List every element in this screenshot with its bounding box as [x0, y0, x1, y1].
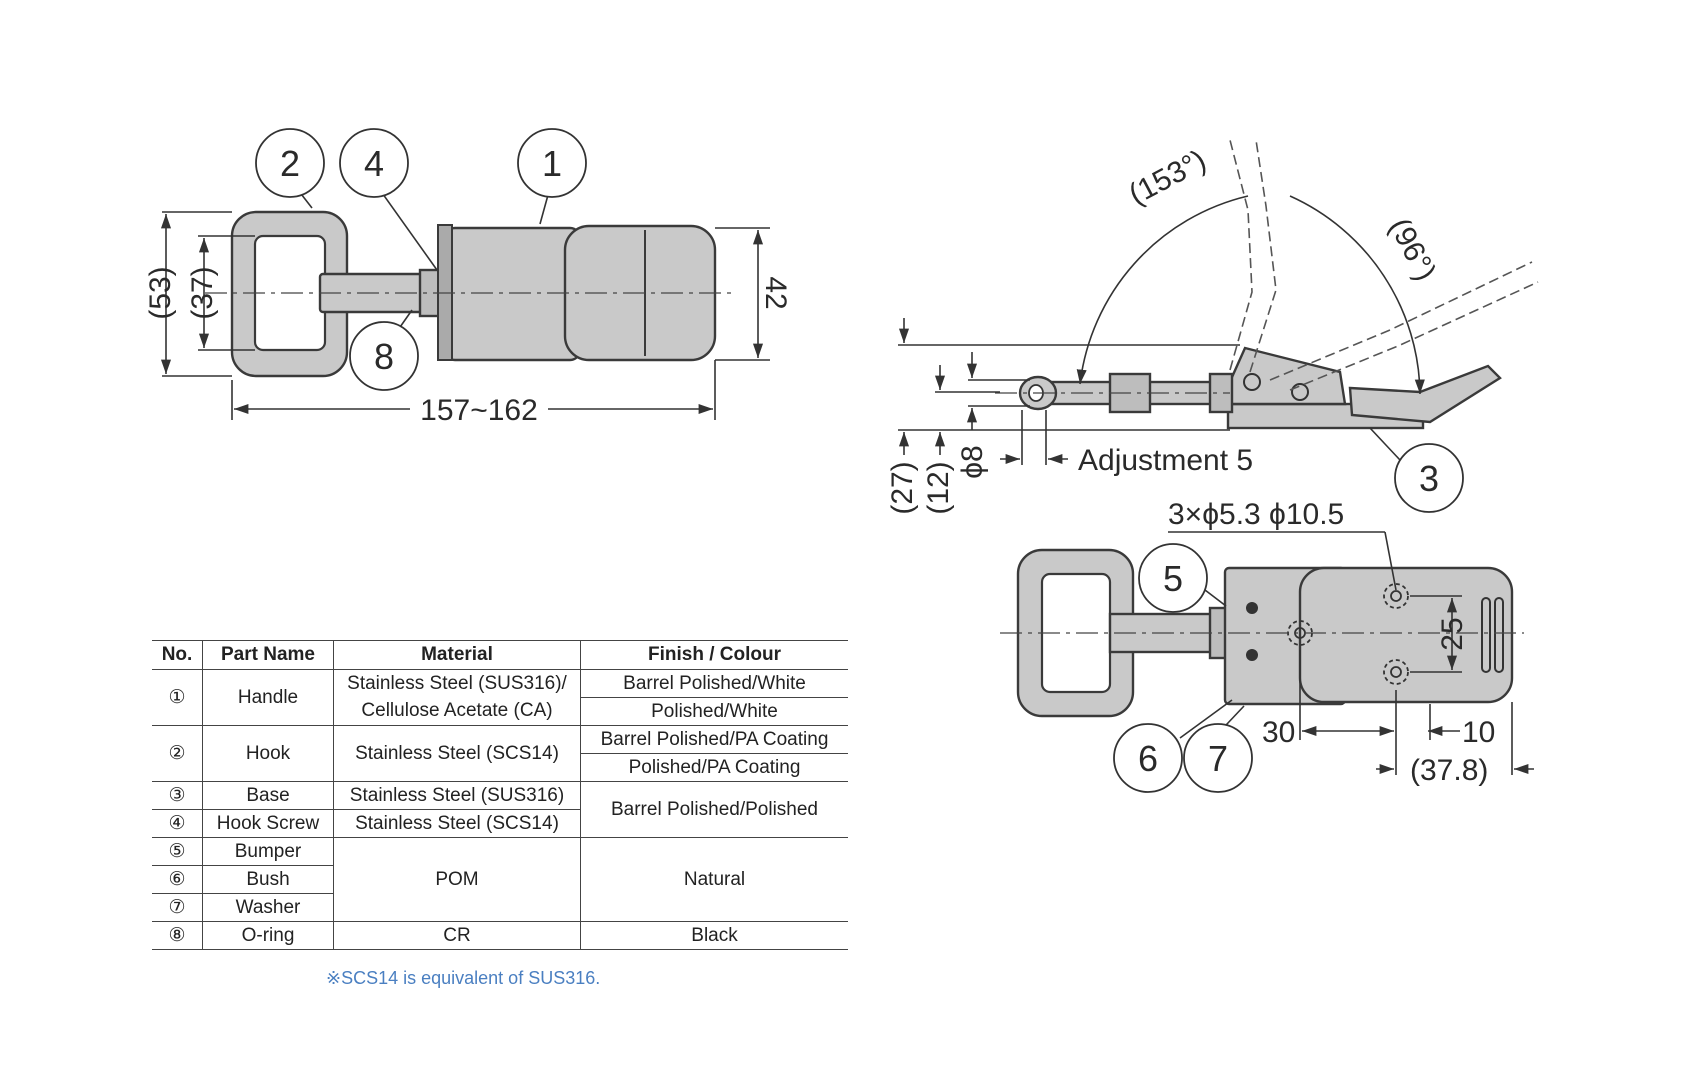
callout-2: 2: [280, 143, 300, 184]
row-material: CR: [333, 921, 581, 950]
table-row: ⑦ Washer: [152, 893, 848, 922]
row-finish: Barrel Polished/White: [580, 669, 848, 698]
bottom-handle: [1298, 566, 1514, 704]
header-finish: Finish / Colour: [580, 640, 848, 670]
dim-27: (27): [886, 461, 919, 514]
row-finish: Polished/PA Coating: [580, 753, 848, 782]
header-material: Material: [333, 640, 581, 670]
holes-label: 3×ϕ5.3 ϕ10.5: [1168, 498, 1344, 531]
dim-42: 42: [759, 276, 792, 309]
callout-4: 4: [364, 143, 384, 184]
table-row: Polished/PA Coating: [152, 753, 848, 782]
row-material: POM: [333, 837, 581, 922]
row-part-name: Washer: [202, 893, 334, 922]
table-row: ② Hook Stainless Steel (SCS14) Barrel Po…: [152, 725, 848, 782]
row-finish: Black: [580, 921, 848, 950]
adjustment-label: Adjustment 5: [1078, 444, 1253, 477]
row-no: ④: [152, 809, 203, 838]
callout-7: 7: [1208, 738, 1228, 779]
row-no: ③: [152, 781, 203, 810]
row-no: ⑦: [152, 893, 203, 922]
dim-37-8: (37.8): [1410, 754, 1488, 787]
dim-dia8: ϕ8: [956, 445, 989, 479]
dim-37: (37): [186, 266, 219, 319]
angle-153: (153°): [1124, 144, 1212, 212]
callout-3: 3: [1419, 458, 1439, 499]
side-handle: [1348, 364, 1502, 424]
callout-5: 5: [1163, 558, 1183, 599]
base-body: [443, 226, 582, 362]
callout-6: 6: [1138, 738, 1158, 779]
row-finish: Barrel Polished/Polished: [580, 781, 848, 838]
row-material: Stainless Steel (SUS316)/: [333, 669, 581, 698]
dim-30: 30: [1262, 716, 1295, 749]
callout-8: 8: [374, 336, 394, 377]
dim-12: (12): [922, 461, 955, 514]
parts-table: No. Part Name Material Finish / Colour ①…: [152, 640, 848, 950]
dim-length: 157~162: [420, 394, 538, 427]
table-header-row: No. Part Name Material Finish / Colour: [152, 640, 848, 670]
angle-96: (96°): [1382, 213, 1442, 286]
row-no: ②: [152, 725, 203, 782]
row-material: Stainless Steel (SCS14): [333, 725, 581, 782]
row-no: ⑥: [152, 865, 203, 894]
row-part-name: Bumper: [202, 837, 334, 866]
header-no: No.: [152, 640, 203, 670]
row-finish: Natural: [580, 837, 848, 922]
table-note: ※SCS14 is equivalent of SUS316.: [326, 968, 601, 988]
row-no: ⑧: [152, 921, 203, 950]
callout-1: 1: [542, 143, 562, 184]
row-part-name: Hook Screw: [202, 809, 334, 838]
row-part-name: Base: [202, 781, 334, 810]
row-finish: Polished/White: [580, 697, 848, 726]
row-part-name: O-ring: [202, 921, 334, 950]
table-row: ① Handle Stainless Steel (SUS316)/ Barre…: [152, 669, 848, 726]
bottom-view: 3×ϕ5.3 ϕ10.5 25 30 10 (37.8) 5 6 7: [1000, 498, 1534, 793]
table-row: ⑥ Bush: [152, 865, 848, 894]
table-row: ⑧ O-ring CR Black: [152, 921, 848, 950]
header-part-name: Part Name: [202, 640, 334, 670]
row-material: Stainless Steel (SCS14): [333, 809, 581, 838]
side-view: (153°) (96°) (27) (12) ϕ8 Adjustment 5 3: [886, 139, 1539, 515]
row-finish: Barrel Polished/PA Coating: [580, 725, 848, 754]
row-no: ①: [152, 669, 203, 726]
table-row: ⑤ Bumper POM Natural: [152, 837, 848, 922]
row-material: Stainless Steel (SUS316): [333, 781, 581, 810]
dim-53: (53): [144, 266, 177, 319]
dim-25: 25: [1436, 617, 1469, 650]
row-part-name: Handle: [202, 669, 334, 726]
row-no: ⑤: [152, 837, 203, 866]
dim-10: 10: [1462, 716, 1495, 749]
top-view: (53) (37) 42 157~162 2 4 1 8: [144, 128, 792, 427]
table-row: ③ Base Stainless Steel (SUS316) Barrel P…: [152, 781, 848, 838]
row-part-name: Hook: [202, 725, 334, 782]
row-part-name: Bush: [202, 865, 334, 894]
row-material: Cellulose Acetate (CA): [333, 697, 581, 726]
